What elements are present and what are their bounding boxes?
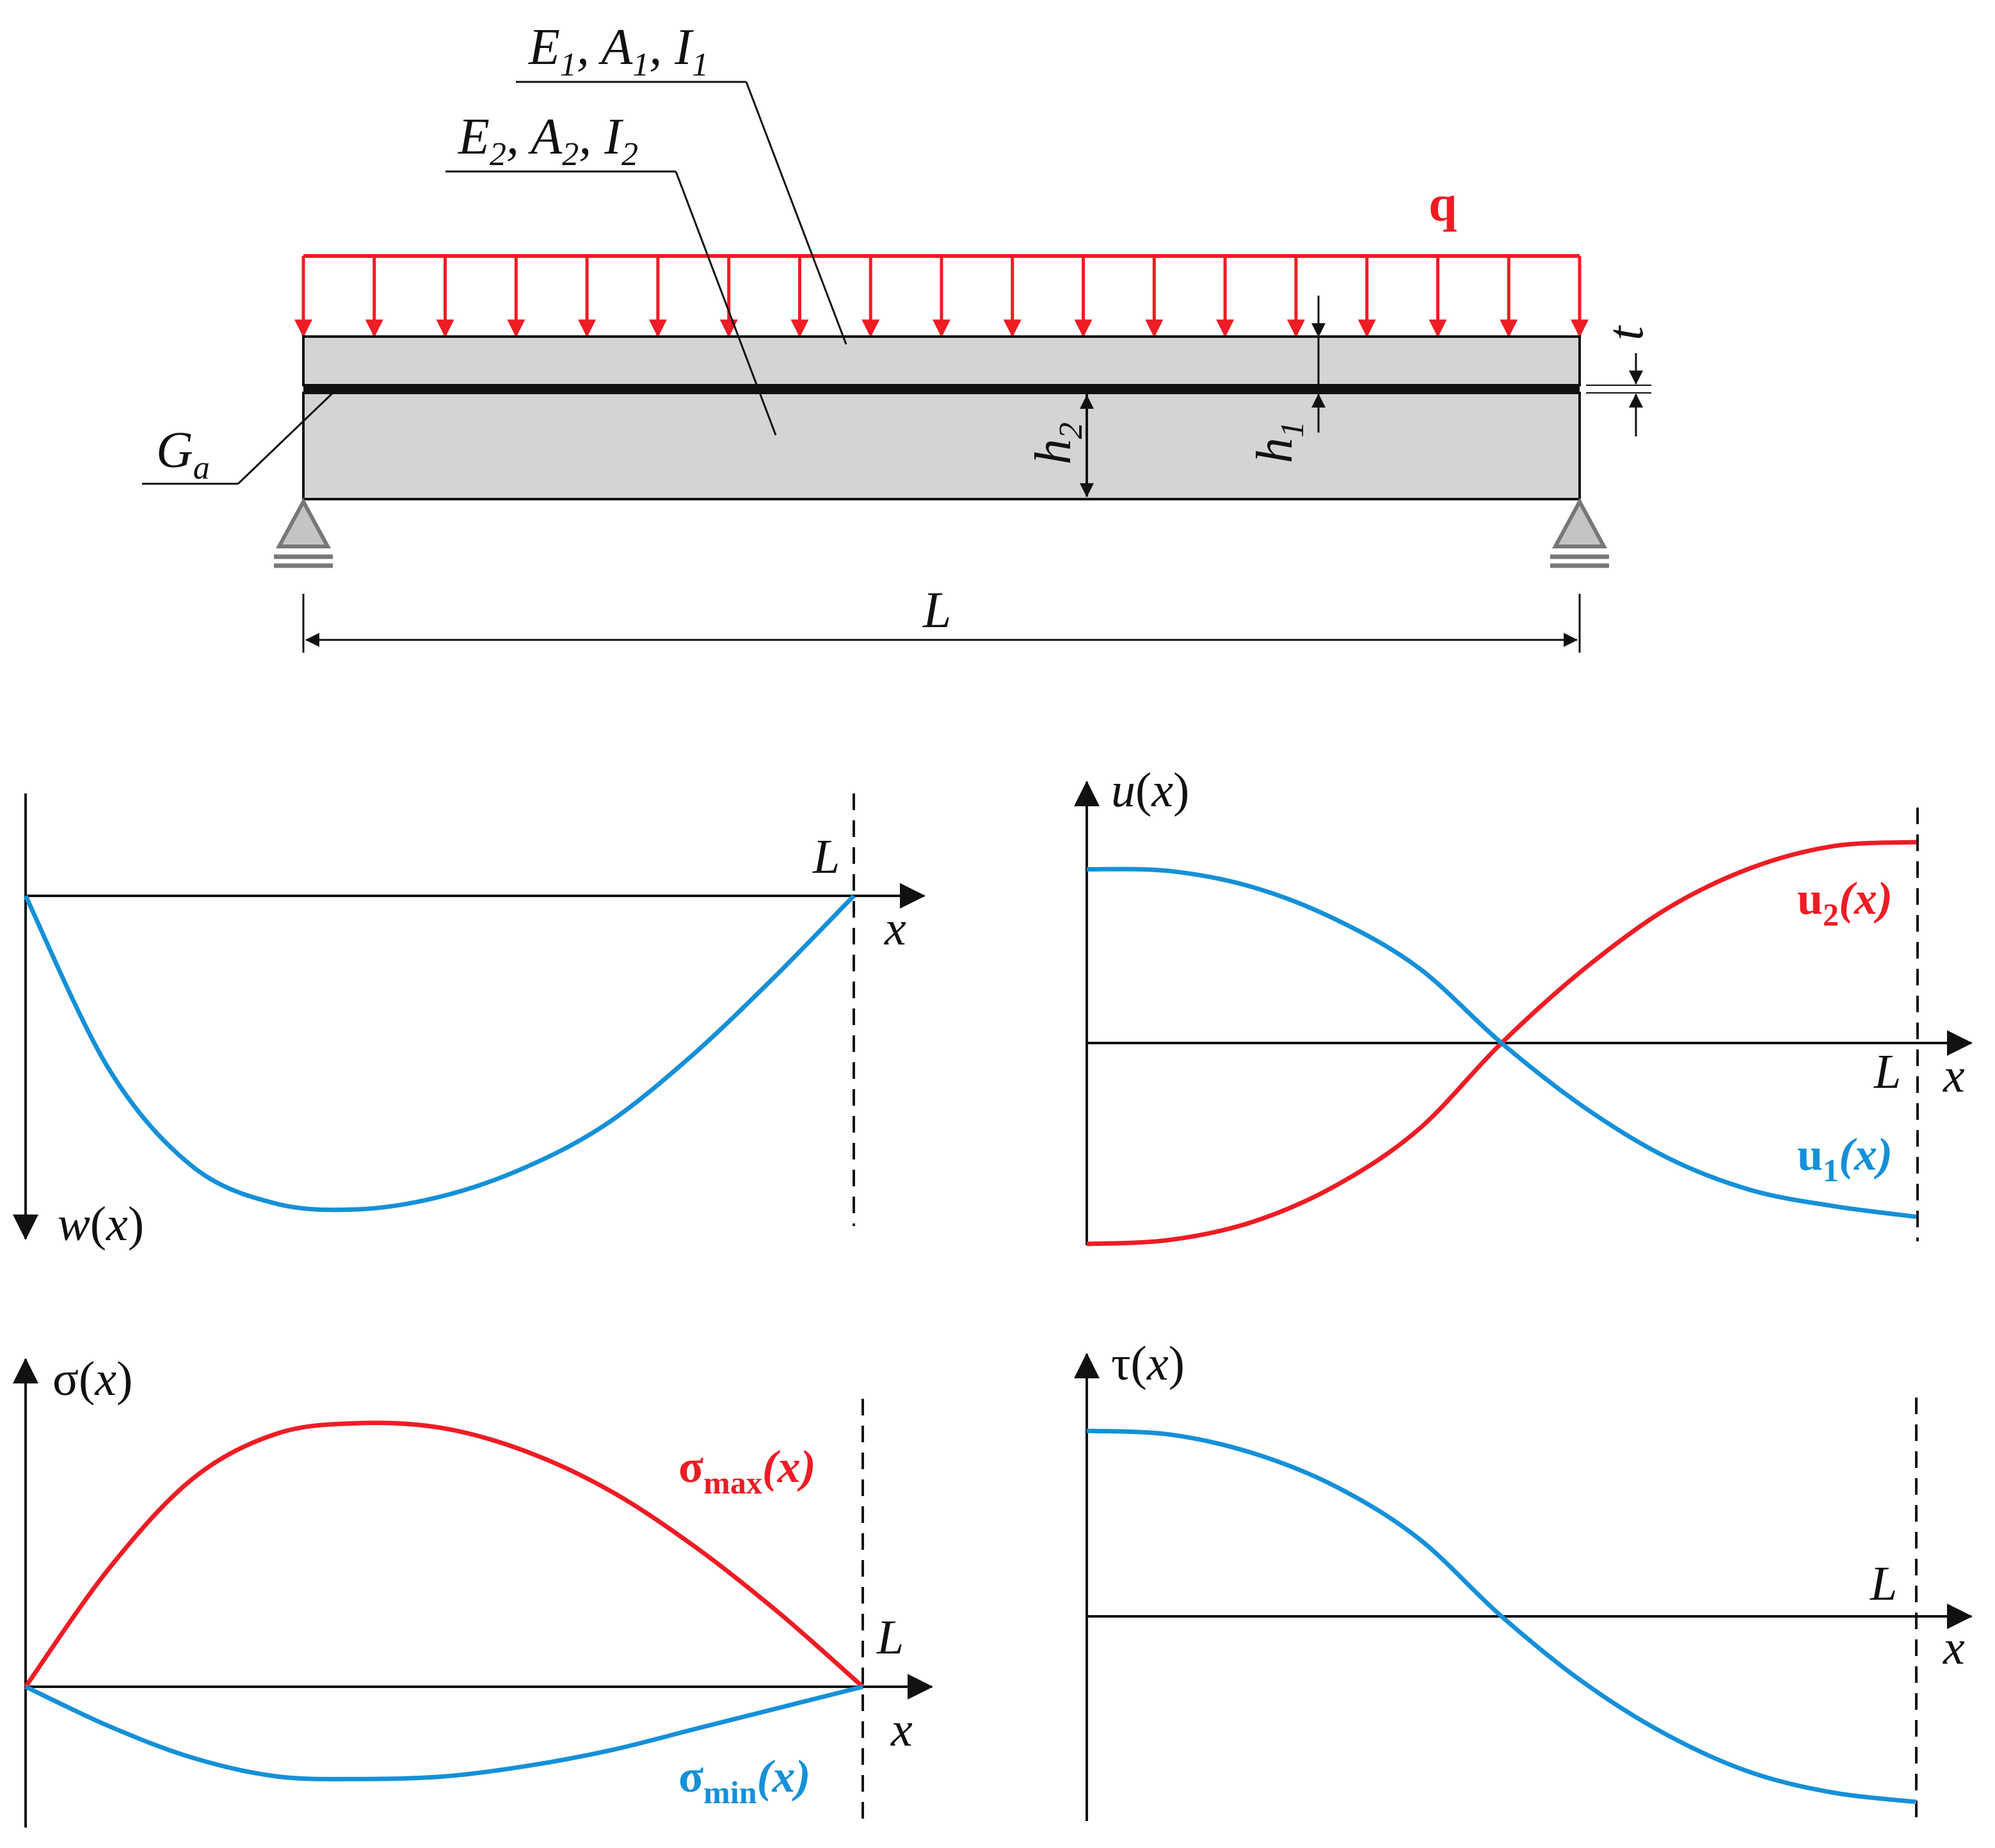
h2-label: h2 xyxy=(1025,422,1089,465)
sigma-max-curve xyxy=(24,1421,865,1689)
h1-label: h1 xyxy=(1247,421,1311,463)
u1-curve xyxy=(1086,866,1917,1220)
u-y-label: u(x) xyxy=(1111,763,1189,817)
panel-sigma: L x σ(x) σmax(x) σmin(x) xyxy=(12,1352,933,1828)
tau-y-label: τ(x) xyxy=(1111,1337,1185,1390)
t-dimension: t xyxy=(1586,325,1654,436)
span-label: L xyxy=(922,582,952,639)
u1-label: u1(x) xyxy=(1797,1129,1893,1188)
sigma-min-curve xyxy=(24,1684,863,1781)
adhesive-layer xyxy=(303,385,1580,393)
adhesive-label: Ga xyxy=(156,422,210,486)
u-x-label: x xyxy=(1943,1049,1965,1103)
t-label: t xyxy=(1598,325,1654,340)
bottom-layer-callout: E2, A2, I2 xyxy=(445,109,777,436)
u2-label: u2(x) xyxy=(1797,873,1893,932)
span-dimension: L xyxy=(302,582,1581,653)
top-layer-label: E1, A1, I1 xyxy=(528,19,709,83)
w-x-label: x xyxy=(884,902,906,955)
h2-dimension: h2 xyxy=(1025,393,1094,498)
panel-w: L x w(x) xyxy=(13,793,925,1251)
sigma-max-label: σmax(x) xyxy=(678,1441,816,1501)
tau-x-label: x xyxy=(1943,1621,1965,1675)
left-support xyxy=(274,497,333,568)
bottom-layer-label: E2, A2, I2 xyxy=(458,109,638,173)
h1-dimension: h1 xyxy=(1247,296,1326,463)
bottom-layer xyxy=(302,392,1581,500)
panel-tau: L x τ(x) xyxy=(1074,1337,1973,1821)
adhesive-callout: Ga xyxy=(142,392,334,486)
distributed-load xyxy=(294,254,1589,338)
w-curve xyxy=(23,894,856,1213)
w-L-label: L xyxy=(812,830,840,884)
tau-L-label: L xyxy=(1870,1557,1897,1611)
beam-schematic: q E1, A1, I1 E2, A2, I2 xyxy=(142,19,1654,653)
panel-u: L x u(x) u2(x) u1(x) xyxy=(1074,763,1973,1247)
w-y-label: w(x) xyxy=(58,1197,144,1251)
top-layer-callout: E1, A1, I1 xyxy=(516,19,847,345)
tau-curve xyxy=(1086,1428,1917,1804)
load-label: q xyxy=(1429,176,1457,232)
top-layer xyxy=(302,335,1581,386)
u-L-label: L xyxy=(1873,1045,1901,1099)
sigma-x-label: x xyxy=(890,1703,913,1756)
sigma-min-label: σmin(x) xyxy=(678,1751,810,1810)
sigma-L-label: L xyxy=(876,1611,904,1664)
right-support xyxy=(1550,497,1609,568)
sigma-y-label: σ(x) xyxy=(52,1352,132,1406)
